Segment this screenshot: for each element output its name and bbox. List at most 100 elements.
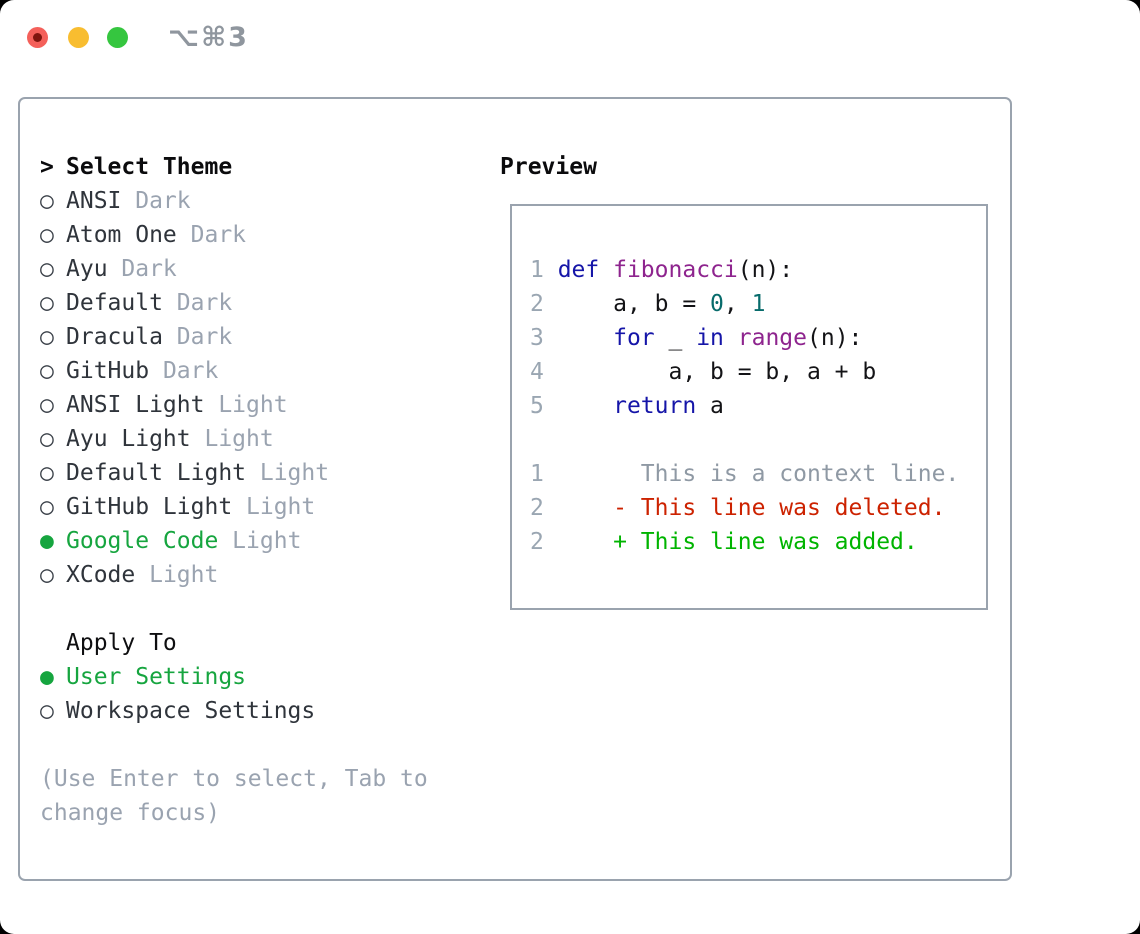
theme-item-ansi[interactable]: ○ANSI Dark — [40, 184, 428, 218]
code-segment: 5 — [530, 393, 558, 419]
radio-icon: ○ — [40, 460, 54, 486]
radio-icon: ○ — [40, 324, 54, 350]
code-segment: a — [696, 393, 724, 419]
focus-caret-icon: > — [40, 154, 54, 180]
code-line: 2 + This line was added. — [530, 525, 986, 559]
code-segment: 0 — [710, 291, 724, 317]
titlebar: ⌥⌘3 — [0, 0, 1140, 75]
theme-item-default[interactable]: ○Default Dark — [40, 286, 428, 320]
theme-item-google-code[interactable]: ●Google Code Light — [40, 524, 428, 558]
radio-icon: ○ — [40, 698, 54, 724]
theme-item-github-light[interactable]: ○GitHub Light Light — [40, 490, 428, 524]
theme-selector: >Select Theme ○ANSI Dark○Atom One Dark○A… — [40, 150, 428, 830]
radio-selected-icon: ● — [40, 664, 54, 690]
code-segment: This is a context line. — [543, 461, 960, 487]
apply-option-workspace-settings[interactable]: ○Workspace Settings — [40, 694, 428, 728]
select-theme-title: Select Theme — [66, 154, 233, 180]
radio-icon: ○ — [40, 392, 54, 418]
spacer — [40, 592, 428, 626]
code-segment: 4 — [530, 359, 558, 385]
minimize-button[interactable] — [68, 27, 89, 48]
theme-variant: Dark — [149, 358, 219, 384]
code-segment: , — [723, 291, 752, 317]
code-segment: 1 — [530, 257, 558, 283]
code-segment — [544, 495, 613, 521]
code-line: 2 a, b = 0, 1 — [530, 287, 986, 321]
theme-variant: Dark — [162, 290, 233, 316]
radio-icon: ○ — [40, 562, 54, 588]
code-line: 5 return a — [530, 389, 986, 423]
code-line: 2 - This line was deleted. — [530, 491, 986, 525]
theme-variant: Dark — [162, 324, 233, 350]
theme-name: ANSI — [66, 188, 122, 214]
theme-item-github[interactable]: ○GitHub Dark — [40, 354, 428, 388]
theme-variant: Light — [190, 426, 274, 452]
apply-to-list: ● User Settings ○Workspace Settings — [40, 660, 428, 728]
theme-name: Dracula — [66, 324, 163, 350]
theme-item-dracula[interactable]: ○ Dracula Dark — [40, 320, 428, 354]
code-line: 1 def fibonacci(n): — [530, 253, 986, 287]
theme-name: Ayu Light — [66, 426, 191, 452]
code-line: 3 for _ in range(n): — [530, 321, 986, 355]
code-segment — [599, 257, 613, 283]
code-segment: for — [613, 325, 655, 351]
theme-name: Atom One — [66, 222, 177, 248]
theme-variant: Light — [135, 562, 219, 588]
code-segment — [544, 529, 613, 555]
code-segment: 2 — [530, 495, 544, 521]
theme-name: ANSI Light — [66, 392, 205, 418]
code-segment: range — [737, 325, 807, 351]
code-segment: in — [696, 325, 724, 351]
code-segment: fibonacci — [613, 257, 738, 283]
theme-item-ayu[interactable]: ○Ayu Dark — [40, 252, 428, 286]
code-segment: (n): — [737, 257, 794, 283]
close-button[interactable] — [27, 27, 48, 48]
code-segment — [558, 325, 613, 351]
theme-name: GitHub — [66, 358, 150, 384]
main-panel: >Select Theme ○ANSI Dark○Atom One Dark○A… — [18, 97, 1012, 881]
apply-to-indent — [40, 626, 66, 660]
radio-icon: ○ — [40, 256, 54, 282]
theme-variant: Dark — [176, 222, 247, 248]
theme-item-ansi-light[interactable]: ○ ANSI Light Light — [40, 388, 428, 422]
code-segment: 1 — [751, 291, 766, 317]
close-dot-icon — [33, 33, 42, 42]
theme-item-default-light[interactable]: ○Default Light Light — [40, 456, 428, 490]
apply-to-header: Apply To — [40, 626, 428, 660]
apply-option-label: User Settings — [66, 664, 247, 690]
code-segment: 2 — [530, 291, 558, 317]
theme-variant: Light — [204, 392, 288, 418]
radio-selected-icon: ● — [40, 528, 54, 554]
preview-title: Preview — [500, 154, 597, 180]
radio-icon: ○ — [40, 426, 54, 452]
select-theme-header: > Select Theme — [40, 150, 428, 184]
code-segment: def — [557, 257, 600, 283]
theme-variant: Light — [246, 460, 330, 486]
apply-option-user-settings[interactable]: ● User Settings — [40, 660, 428, 694]
theme-variant: Dark — [121, 188, 191, 214]
theme-name: Default — [66, 290, 163, 316]
radio-icon: ○ — [40, 222, 54, 248]
code-segment: - This line was deleted. — [613, 495, 946, 521]
code-segment: 1 — [530, 461, 544, 487]
theme-item-ayu-light[interactable]: ○ Ayu Light Light — [40, 422, 428, 456]
theme-item-atom-one[interactable]: ○ Atom One Dark — [40, 218, 428, 252]
code-segment: a, b = — [557, 291, 711, 317]
code-segment: 2 — [530, 529, 544, 555]
code-segment — [558, 393, 613, 419]
hint-line-2: change focus) — [40, 800, 221, 826]
code-segment: _ — [654, 325, 697, 351]
theme-list: ○ANSI Dark○Atom One Dark○Ayu Dark○Defaul… — [40, 184, 428, 592]
code-segment: (n): — [807, 325, 863, 351]
zoom-button[interactable] — [107, 27, 128, 48]
code-line: 1 This is a context line. — [530, 457, 986, 491]
theme-item-xcode[interactable]: ○XCode Light — [40, 558, 428, 592]
code-segment — [724, 325, 738, 351]
theme-variant: Light — [232, 494, 316, 520]
theme-variant: Light — [218, 528, 302, 554]
theme-variant: Dark — [107, 256, 177, 282]
radio-icon: ○ — [40, 494, 54, 520]
